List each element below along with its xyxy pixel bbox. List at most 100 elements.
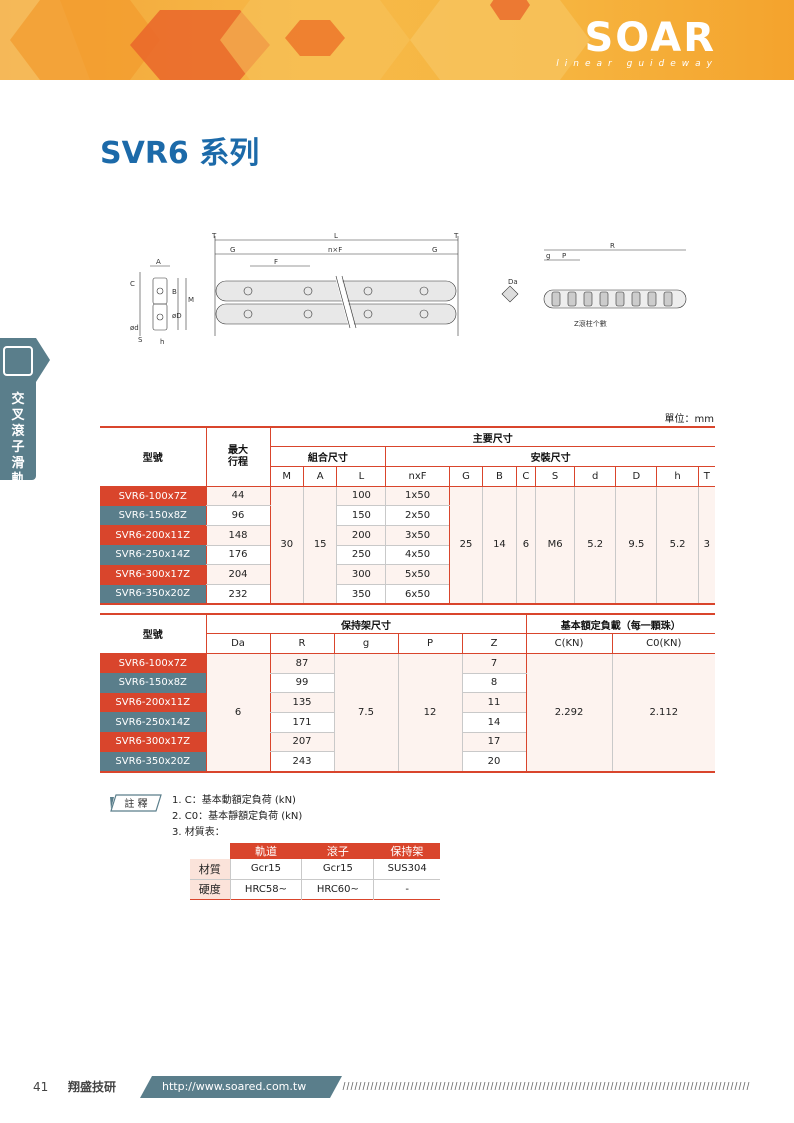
material-header: 軌道	[230, 843, 302, 859]
soar-mini-logo-icon	[3, 346, 33, 376]
model-cell: SVR6-350x20Z	[100, 584, 206, 605]
nxF-cell: 3x50	[385, 525, 450, 546]
L-cell: 200	[336, 525, 386, 546]
material-table: 軌道 滾子 保持架 材質 Gcr15 Gcr15 SUS304 硬度 HRC58…	[190, 843, 440, 900]
note-item: 2. C0：基本靜額定負荷 (kN)	[172, 811, 303, 822]
shared-D: 9.5	[615, 486, 657, 605]
Z-cell: 8	[461, 673, 526, 694]
model-cell: SVR6-250x14Z	[100, 712, 206, 733]
L-cell: 250	[336, 545, 386, 566]
header-max-stroke: 最大 行程	[205, 427, 270, 487]
nxF-cell: 5x50	[385, 564, 450, 585]
shared-h: 5.2	[656, 486, 699, 605]
R-cell: 243	[269, 751, 334, 772]
brand-tagline: linear guideway	[556, 59, 718, 69]
Z-cell: 7	[461, 653, 526, 674]
dim-label: B	[172, 288, 177, 296]
L-cell: 350	[336, 584, 386, 605]
dim-label: L	[334, 232, 338, 240]
col-h: h	[656, 466, 699, 487]
material-cell: SUS304	[373, 859, 440, 880]
col-G: G	[448, 466, 483, 487]
dim-label: T	[453, 232, 459, 240]
note-item: 3. 材質表：	[172, 827, 225, 838]
stroke-cell: 176	[205, 545, 270, 566]
stroke-cell: 204	[205, 564, 270, 585]
rail-side-view	[214, 236, 459, 336]
page-title: SVR6 系列	[100, 136, 260, 171]
R-cell: 135	[269, 692, 334, 713]
R-cell: 171	[269, 712, 334, 733]
material-cell: Gcr15	[229, 859, 302, 880]
stroke-cell: 96	[205, 505, 270, 526]
cage-load-table: 型號 保持架尺寸 基本額定負載（每一顆珠） Da R g P Z C(KN) C…	[100, 613, 715, 773]
table-row: SVR6-100x7Z 44 30 15 100 1x50 25 14 6 M6…	[100, 486, 715, 605]
footer-hatch-decoration	[342, 1082, 750, 1090]
dim-label: Da	[508, 278, 518, 286]
website-link[interactable]: http://www.soared.com.tw	[140, 1076, 342, 1098]
header-basic-load: 基本額定負載（每一顆珠）	[525, 614, 715, 635]
side-category-tab[interactable]: 交叉滾子滑軌	[0, 338, 50, 487]
col-g: g	[333, 633, 398, 654]
col-R: R	[269, 633, 334, 654]
nxF-cell: 1x50	[385, 486, 450, 507]
Z-cell: 14	[461, 712, 526, 733]
material-corner	[190, 843, 230, 859]
col-T: T	[697, 466, 715, 487]
dim-label: T	[211, 232, 217, 240]
model-cell: SVR6-200x11Z	[100, 525, 206, 546]
table-row: SVR6-300x17Z 207 17	[100, 732, 715, 753]
table-row: SVR6-250x14Z 171 14	[100, 712, 715, 733]
dim-label: øD	[172, 312, 182, 320]
col-S: S	[535, 466, 575, 487]
R-cell: 87	[269, 653, 334, 674]
dim-label: Z滾柱个數	[574, 319, 607, 328]
col-D: D	[615, 466, 657, 487]
col-Da: Da	[205, 633, 270, 654]
nxF-cell: 4x50	[385, 545, 450, 566]
L-cell: 300	[336, 564, 386, 585]
table-row: 硬度 HRC58~ HRC60~ -	[190, 879, 440, 899]
table-row: SVR6-350x20Z 243 20	[100, 751, 715, 772]
header-installation-dimensions: 安裝尺寸	[385, 446, 715, 467]
shared-T: 3	[697, 486, 715, 605]
company-name: 翔盛技研	[68, 1080, 117, 1094]
roller-detail	[501, 285, 519, 303]
model-cell: SVR6-100x7Z	[100, 486, 206, 506]
R-cell: 207	[269, 732, 334, 753]
R-cell: 99	[269, 673, 334, 694]
model-cell: SVR6-200x11Z	[100, 692, 206, 713]
table-row: SVR6-100x7Z 6 87 7.5 12 7 2.292 2.112	[100, 653, 715, 772]
col-P: P	[397, 633, 462, 654]
notes-badge-label: 註 釋	[124, 798, 147, 810]
dim-label: h	[160, 338, 164, 346]
stroke-cell: 44	[205, 486, 270, 507]
shared-Da: 6	[205, 653, 270, 772]
dim-label: R	[610, 242, 615, 250]
table-row: SVR6-200x11Z 148 200 3x50	[100, 525, 715, 546]
Z-cell: 20	[461, 751, 526, 772]
header-hexagon-pattern	[0, 0, 590, 80]
model-cell: SVR6-100x7Z	[100, 653, 206, 674]
col-d: d	[574, 466, 616, 487]
table-row: SVR6-350x20Z 232 350 6x50	[100, 584, 715, 605]
material-row-label: 材質	[190, 859, 230, 880]
technical-drawing: T L T G n×F G F A C B M S h ød øD Da R g…	[130, 232, 687, 346]
note-item: 1. C：基本動額定負荷 (kN)	[172, 795, 296, 806]
col-C0-kn: C0(KN)	[611, 633, 715, 654]
dim-label: P	[562, 252, 566, 260]
unit-label: 單位：mm	[664, 414, 714, 425]
stroke-cell: 148	[205, 525, 270, 546]
material-header: 滾子	[301, 843, 374, 859]
material-cell: -	[373, 879, 440, 899]
model-cell: SVR6-150x8Z	[100, 505, 206, 526]
shared-P: 12	[397, 653, 462, 772]
header-banner: SOAR linear guideway	[0, 0, 794, 80]
col-L: L	[336, 466, 386, 487]
shared-d: 5.2	[574, 486, 616, 605]
Z-cell: 17	[461, 732, 526, 753]
shared-C0: 2.112	[611, 653, 715, 772]
header-model: 型號	[100, 614, 206, 654]
col-M: M	[269, 466, 304, 487]
notes-badge: 註 釋	[110, 794, 162, 812]
